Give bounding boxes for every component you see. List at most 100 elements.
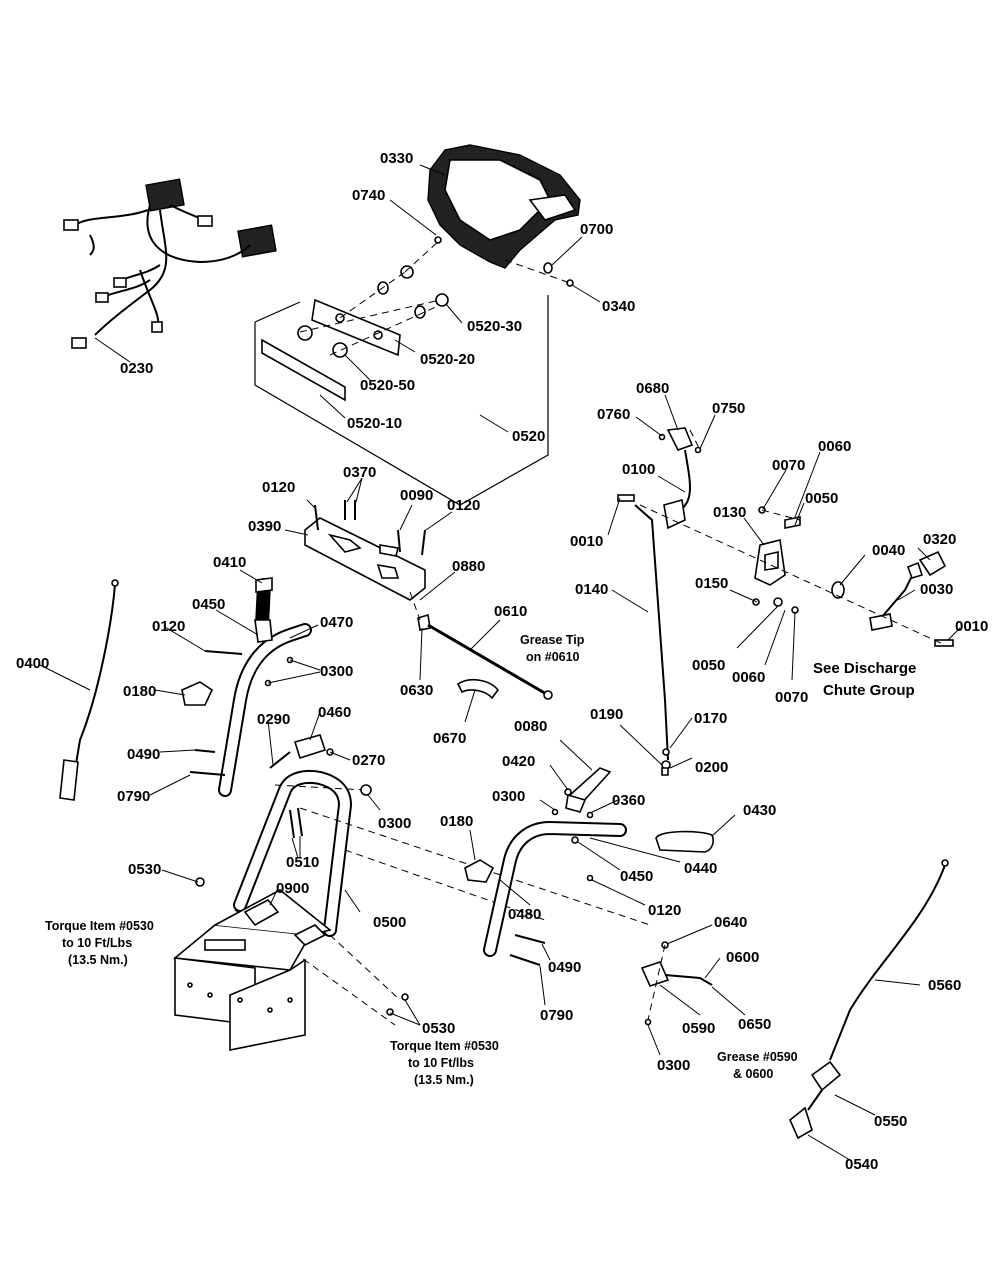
label-0520: 0520 bbox=[512, 428, 545, 445]
label-0420: 0420 bbox=[502, 753, 535, 770]
label-0050-b: 0050 bbox=[692, 657, 725, 674]
label-0090: 0090 bbox=[400, 487, 433, 504]
label-0100: 0100 bbox=[622, 461, 655, 478]
label-0230: 0230 bbox=[120, 360, 153, 377]
right-cable-part bbox=[789, 859, 949, 1140]
upper-bracket-part bbox=[304, 500, 553, 700]
leader-lines bbox=[39, 164, 961, 1161]
label-0030: 0030 bbox=[920, 581, 953, 598]
right-upper-handle bbox=[464, 767, 714, 966]
label-0510: 0510 bbox=[286, 854, 319, 871]
note-torque-center-line1: Torque Item #0530 bbox=[390, 1039, 499, 1053]
label-0500: 0500 bbox=[373, 914, 406, 931]
label-0360: 0360 bbox=[612, 792, 645, 809]
label-0480: 0480 bbox=[508, 906, 541, 923]
label-0450-b: 0450 bbox=[620, 868, 653, 885]
label-0640: 0640 bbox=[714, 914, 747, 931]
label-0470: 0470 bbox=[320, 614, 353, 631]
lower-right-linkage bbox=[640, 941, 713, 1026]
label-0460: 0460 bbox=[318, 704, 351, 721]
label-0650: 0650 bbox=[738, 1016, 771, 1033]
label-0400: 0400 bbox=[16, 655, 49, 672]
label-0750: 0750 bbox=[712, 400, 745, 417]
dash-hardware bbox=[434, 236, 574, 287]
note-grease-0590-line2: & 0600 bbox=[733, 1067, 773, 1081]
label-0300-a: 0300 bbox=[320, 663, 353, 680]
label-0630: 0630 bbox=[400, 682, 433, 699]
label-0340: 0340 bbox=[602, 298, 635, 315]
frame-plates bbox=[173, 889, 332, 1051]
label-0700: 0700 bbox=[580, 221, 613, 238]
label-0040: 0040 bbox=[872, 542, 905, 559]
label-0760: 0760 bbox=[597, 406, 630, 423]
label-0120-a: 0120 bbox=[262, 479, 295, 496]
label-0120-b: 0120 bbox=[447, 497, 480, 514]
label-0520-20: 0520-20 bbox=[420, 351, 475, 368]
note-grease-0590-line1: Grease #0590 bbox=[717, 1050, 798, 1064]
label-0740: 0740 bbox=[352, 187, 385, 204]
label-0530-b: 0530 bbox=[422, 1020, 455, 1037]
label-0270: 0270 bbox=[352, 752, 385, 769]
left-upper-handle bbox=[181, 577, 334, 797]
label-0790-a: 0790 bbox=[117, 788, 150, 805]
label-0180-b: 0180 bbox=[440, 813, 473, 830]
label-0080: 0080 bbox=[514, 718, 547, 735]
light-kit-box bbox=[254, 239, 549, 506]
label-0300-d: 0300 bbox=[657, 1057, 690, 1074]
label-0880: 0880 bbox=[452, 558, 485, 575]
note-torque-center-line3: (13.5 Nm.) bbox=[414, 1073, 474, 1087]
label-0600: 0600 bbox=[726, 949, 759, 966]
label-0410: 0410 bbox=[213, 554, 246, 571]
label-0670: 0670 bbox=[433, 730, 466, 747]
note-see-discharge-line2: Chute Group bbox=[823, 682, 915, 699]
label-0130: 0130 bbox=[713, 504, 746, 521]
label-0010-b: 0010 bbox=[955, 618, 988, 635]
note-grease-tip-line2: on #0610 bbox=[526, 650, 580, 664]
label-0520-50: 0520-50 bbox=[360, 377, 415, 394]
assembly-notes: Grease Tip on #0610 See Discharge Chute … bbox=[45, 633, 916, 1087]
label-0190: 0190 bbox=[590, 706, 623, 723]
note-torque-center-line2: to 10 Ft/lbs bbox=[408, 1056, 474, 1070]
label-0120-d: 0120 bbox=[648, 902, 681, 919]
label-0300-c: 0300 bbox=[492, 788, 525, 805]
note-torque-left-line1: Torque Item #0530 bbox=[45, 919, 154, 933]
label-0170: 0170 bbox=[694, 710, 727, 727]
note-torque-left-line3: (13.5 Nm.) bbox=[68, 953, 128, 967]
label-0490-b: 0490 bbox=[548, 959, 581, 976]
label-0140: 0140 bbox=[575, 581, 608, 598]
chute-control-linkage bbox=[617, 427, 954, 776]
label-0390: 0390 bbox=[248, 518, 281, 535]
label-0900: 0900 bbox=[276, 880, 309, 897]
label-0490-a: 0490 bbox=[127, 746, 160, 763]
wire-harness-part bbox=[63, 178, 277, 349]
label-0320: 0320 bbox=[923, 531, 956, 548]
label-0050-a: 0050 bbox=[805, 490, 838, 507]
label-0520-10: 0520-10 bbox=[347, 415, 402, 432]
part-labels: 0330 0740 0700 0340 0230 0520-30 0520-20… bbox=[16, 150, 988, 1173]
label-0430: 0430 bbox=[743, 802, 776, 819]
label-0330: 0330 bbox=[380, 150, 413, 167]
label-0540: 0540 bbox=[845, 1156, 878, 1173]
left-cable-part bbox=[59, 579, 119, 801]
label-0560: 0560 bbox=[928, 977, 961, 994]
label-0370: 0370 bbox=[343, 464, 376, 481]
label-0440: 0440 bbox=[684, 860, 717, 877]
label-0150: 0150 bbox=[695, 575, 728, 592]
label-0550: 0550 bbox=[874, 1113, 907, 1130]
note-torque-left-line2: to 10 Ft/Lbs bbox=[62, 936, 132, 950]
label-0070-a: 0070 bbox=[772, 457, 805, 474]
label-0120-c: 0120 bbox=[152, 618, 185, 635]
label-0060-a: 0060 bbox=[818, 438, 851, 455]
label-0520-30: 0520-30 bbox=[467, 318, 522, 335]
label-0200: 0200 bbox=[695, 759, 728, 776]
note-grease-tip-line1: Grease Tip bbox=[520, 633, 585, 647]
label-0610: 0610 bbox=[494, 603, 527, 620]
label-0790-b: 0790 bbox=[540, 1007, 573, 1024]
label-0290: 0290 bbox=[257, 711, 290, 728]
label-0070-b: 0070 bbox=[775, 689, 808, 706]
label-0060-b: 0060 bbox=[732, 669, 765, 686]
label-0300-b: 0300 bbox=[378, 815, 411, 832]
label-0680: 0680 bbox=[636, 380, 669, 397]
label-0180-a: 0180 bbox=[123, 683, 156, 700]
